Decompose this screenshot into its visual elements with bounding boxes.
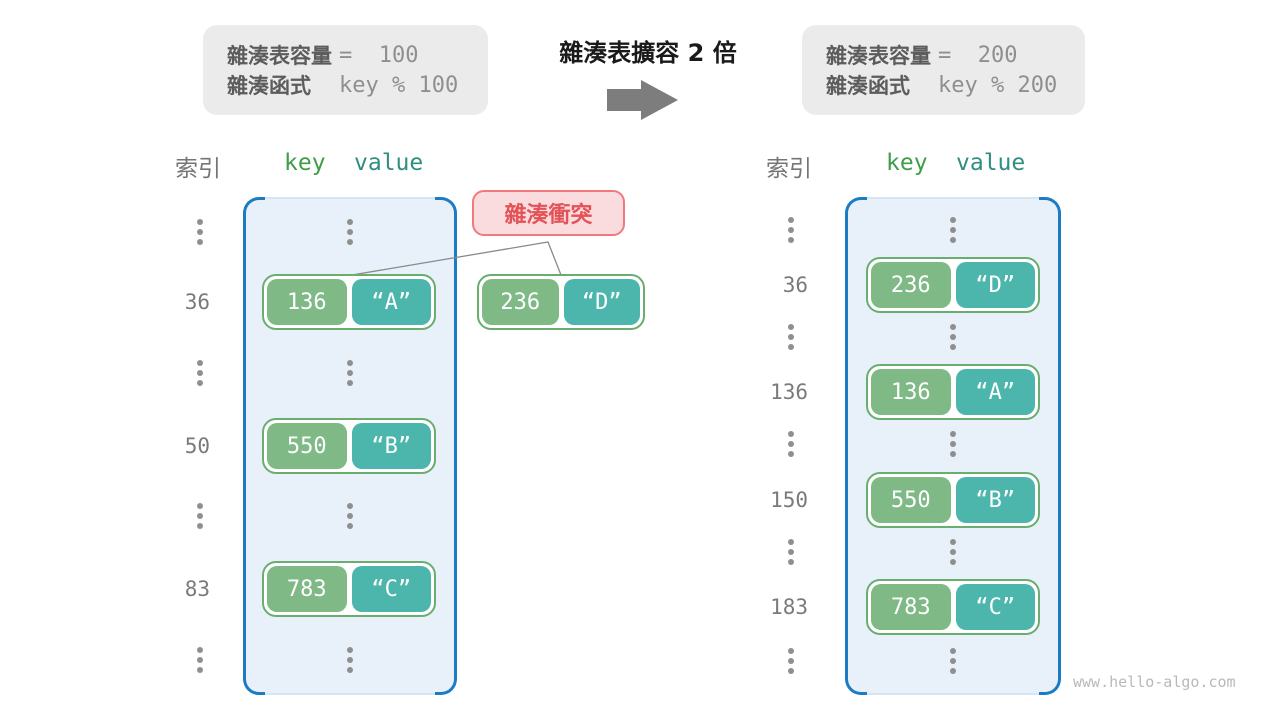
ellipsis-dots-icon — [788, 539, 794, 545]
index-label: 183 — [770, 595, 808, 619]
index-header-after: 索引 — [766, 156, 812, 182]
value-box: “C” — [351, 566, 431, 612]
kv-pair: 550 “B” — [866, 472, 1040, 528]
key-box: 783 — [871, 584, 951, 630]
hash-function-label: 雜湊函式 — [826, 74, 910, 98]
watermark: www.hello-algo.com — [1073, 673, 1236, 691]
arrow-head — [641, 80, 678, 120]
key-header-before: key — [284, 150, 326, 176]
kv-pair: 136 “A” — [866, 364, 1040, 420]
key-box: 236 — [871, 262, 951, 308]
ellipsis-dots-icon — [347, 503, 353, 509]
index-label: 150 — [770, 488, 808, 512]
index-label: 36 — [782, 273, 808, 297]
collision-label: 雜湊衝突 — [472, 190, 625, 236]
ellipsis-dots-icon — [788, 431, 794, 437]
value-header-before: value — [354, 150, 424, 176]
capacity-label: 雜湊表容量 — [227, 44, 332, 68]
ellipsis-dots-icon — [950, 324, 956, 330]
key-box: 550 — [871, 477, 951, 523]
value-box: “D” — [955, 262, 1035, 308]
ellipsis-dots-icon — [788, 324, 794, 330]
ellipsis-dots-icon — [788, 217, 794, 223]
kv-pair: 136 “A” — [262, 274, 436, 330]
bracket-left — [845, 197, 867, 695]
hash-function-value: key % 100 — [339, 72, 459, 98]
value-box: “B” — [955, 477, 1035, 523]
kv-pair: 783 “C” — [262, 561, 436, 617]
bracket-right — [1039, 197, 1061, 695]
collision-kv-pair: 236 “D” — [477, 274, 645, 330]
arrow-shaft — [607, 89, 642, 111]
index-label: 36 — [184, 290, 210, 314]
capacity-line: 雜湊表容量 = 200 — [826, 40, 1085, 70]
ellipsis-dots-icon — [347, 360, 353, 366]
key-box: 783 — [267, 566, 347, 612]
value-box: “B” — [351, 423, 431, 469]
ellipsis-dots-icon — [197, 647, 203, 653]
ellipsis-dots-icon — [197, 360, 203, 366]
value-box: “A” — [351, 279, 431, 325]
ellipsis-dots-icon — [950, 539, 956, 545]
bracket-left — [243, 197, 265, 695]
hash-function-label: 雜湊函式 — [227, 74, 311, 98]
index-header-before: 索引 — [175, 156, 221, 182]
value-header-after: value — [956, 150, 1026, 176]
capacity-value: = 100 — [339, 42, 419, 68]
value-box: “A” — [955, 369, 1035, 415]
hash-function-line: 雜湊函式 key % 200 — [826, 70, 1085, 100]
expand-title: 雜湊表擴容 2 倍 — [559, 39, 737, 67]
index-label: 136 — [770, 380, 808, 404]
ellipsis-dots-icon — [197, 219, 203, 225]
index-label: 83 — [184, 577, 210, 601]
capacity-after-box: 雜湊表容量 = 200 雜湊函式 key % 200 — [802, 25, 1085, 115]
bracket-right — [435, 197, 457, 695]
value-box: “C” — [955, 584, 1035, 630]
ellipsis-dots-icon — [197, 503, 203, 509]
key-box: 136 — [871, 369, 951, 415]
capacity-line: 雜湊表容量 = 100 — [227, 40, 488, 70]
capacity-before-box: 雜湊表容量 = 100 雜湊函式 key % 100 — [203, 25, 488, 115]
value-box: “D” — [563, 279, 640, 325]
capacity-value: = 200 — [938, 42, 1018, 68]
kv-pair: 550 “B” — [262, 418, 436, 474]
hash-function-line: 雜湊函式 key % 100 — [227, 70, 488, 100]
ellipsis-dots-icon — [347, 647, 353, 653]
ellipsis-dots-icon — [347, 219, 353, 225]
key-box: 236 — [482, 279, 559, 325]
key-header-after: key — [886, 150, 928, 176]
ellipsis-dots-icon — [950, 217, 956, 223]
key-box: 550 — [267, 423, 347, 469]
ellipsis-dots-icon — [950, 431, 956, 437]
kv-pair: 783 “C” — [866, 579, 1040, 635]
key-box: 136 — [267, 279, 347, 325]
ellipsis-dots-icon — [788, 648, 794, 654]
capacity-label: 雜湊表容量 — [826, 44, 931, 68]
ellipsis-dots-icon — [950, 648, 956, 654]
kv-pair: 236 “D” — [866, 257, 1040, 313]
index-label: 50 — [184, 434, 210, 458]
hash-function-value: key % 200 — [938, 72, 1058, 98]
